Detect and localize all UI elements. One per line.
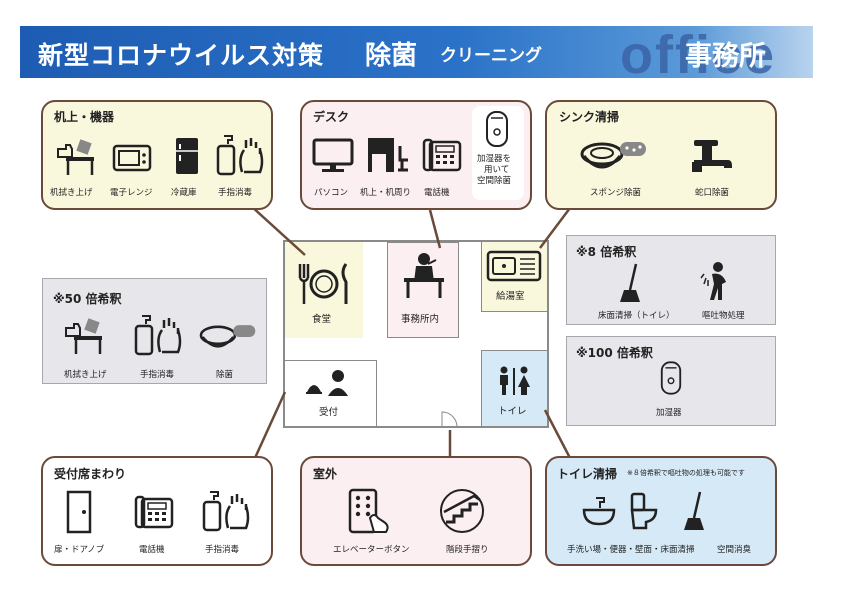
label-disinfect: 除菌	[216, 370, 234, 380]
page-title-cleaning: クリーニング	[440, 46, 542, 66]
room-label-toilet: トイレ	[498, 406, 527, 417]
microwave-icon	[112, 144, 152, 172]
box-title-sink: シンク清掃	[559, 110, 620, 124]
label-hand-disinfect-1: 手指消毒	[218, 188, 253, 198]
spray-table-icon	[65, 318, 102, 354]
toilet-cleaning-note: ※８倍希釈で嘔吐物の処理も可能です	[627, 469, 745, 477]
label-phone-2: 電話機	[139, 545, 165, 555]
label-floor-clean-toilet: 床面清掃（トイレ）	[598, 311, 675, 321]
hand-sanitizer-icon	[202, 491, 250, 532]
broom-icon	[620, 263, 640, 302]
page-title-disinfect: 除菌	[365, 41, 418, 71]
label-phone-1: 電話機	[424, 188, 450, 198]
box-title-outside: 室外	[313, 467, 338, 481]
label-vomit-treatment: 嘔吐物処理	[702, 311, 745, 321]
vomit-icon	[700, 262, 726, 300]
receptionist-icon	[306, 370, 348, 396]
humidifier-panel	[472, 106, 524, 200]
label-fridge: 冷蔵庫	[171, 188, 197, 198]
humidifier-icon	[660, 361, 682, 395]
room-label-kitchen: 給湯室	[496, 291, 525, 302]
box-sink	[545, 100, 777, 210]
label-humidifier-1: 加湿器を	[477, 154, 512, 164]
spray-table-icon	[57, 139, 94, 175]
toilet-sign-icon	[500, 366, 530, 395]
elevator-button-icon	[348, 488, 389, 534]
label-humidifier-2: 用いて	[484, 165, 510, 175]
label-elevator-button: エレベーターボタン	[333, 545, 410, 555]
room-cafeteria	[285, 242, 363, 338]
label-humidifier: 加湿器	[656, 408, 682, 418]
room-label-reception: 受付	[319, 407, 339, 418]
label-humidifier-3: 空間除菌	[477, 176, 512, 186]
door-icon	[66, 490, 92, 534]
label-wipe-desk-2: 机拭き上げ	[64, 370, 107, 380]
header-watermark: office	[620, 25, 777, 85]
washbasin-icon	[582, 497, 616, 526]
label-pc: パソコン	[314, 188, 349, 198]
page-title: 新型コロナウイルス対策	[38, 41, 325, 70]
box-reception-area	[41, 456, 273, 566]
box-title-dilute-8: ※8 倍希釈	[576, 245, 637, 259]
room-kitchen	[481, 242, 547, 312]
box-title-toilet-cleaning: トイレ清掃	[557, 467, 618, 481]
box-outside	[300, 456, 532, 566]
monitor-icon	[312, 138, 354, 172]
label-faucet-disinfect: 蛇口除菌	[695, 188, 730, 198]
room-label-cafeteria: 食堂	[312, 314, 332, 325]
phone-icon	[422, 138, 462, 172]
hand-sanitizer-icon	[216, 135, 264, 176]
hand-sanitizer-icon	[134, 315, 182, 356]
label-desk-surroundings: 机上・机周り	[360, 188, 412, 198]
label-hand-disinfect-2: 手指消毒	[140, 370, 175, 380]
cutlery-icon	[298, 263, 348, 304]
kitchen-sink-icon	[486, 250, 542, 282]
box-title-desk: デスク	[313, 110, 350, 124]
room-label-office: 事務所内	[401, 314, 440, 325]
floor-plan	[283, 240, 549, 428]
label-sponge-disinfect: スポンジ除菌	[590, 188, 642, 198]
label-stair-handrail: 階段手摺り	[446, 545, 489, 555]
label-space-deodorize: 空間消臭	[717, 545, 752, 555]
office-worker-icon	[404, 253, 444, 298]
faucet-icon	[692, 140, 732, 172]
box-title-reception-area: 受付席まわり	[54, 467, 127, 481]
box-dilute-100	[566, 336, 776, 426]
toilet-bowl-icon	[630, 492, 658, 530]
sink-sponge-icon	[580, 142, 646, 169]
fridge-icon	[176, 138, 198, 174]
label-wipe-desk: 机拭き上げ	[50, 188, 93, 198]
door-arc-icon	[441, 411, 458, 428]
label-toilet-areas: 手洗い場・便器・壁面・床面清掃	[567, 545, 695, 555]
stair-handrail-icon	[440, 489, 484, 533]
label-hand-disinfect-3: 手指消毒	[205, 545, 240, 555]
box-title-dilute-50: ※50 倍希釈	[53, 292, 122, 306]
box-title-desk-equipment: 机上・機器	[54, 110, 115, 124]
sink-sponge-icon	[199, 325, 256, 348]
office-desk-icon	[368, 138, 408, 172]
page-title-office: 事務所	[685, 41, 766, 72]
box-dilute-8	[566, 235, 776, 325]
humidifier-icon	[486, 111, 508, 147]
label-door-knob: 扉・ドアノブ	[54, 545, 105, 555]
header-banner: office 新型コロナウイルス対策 除菌 クリーニング 事務所	[20, 25, 813, 85]
label-microwave: 電子レンジ	[110, 188, 153, 198]
phone-icon	[134, 495, 174, 529]
box-title-dilute-100: ※100 倍希釈	[576, 346, 653, 360]
broom-icon	[684, 491, 704, 530]
